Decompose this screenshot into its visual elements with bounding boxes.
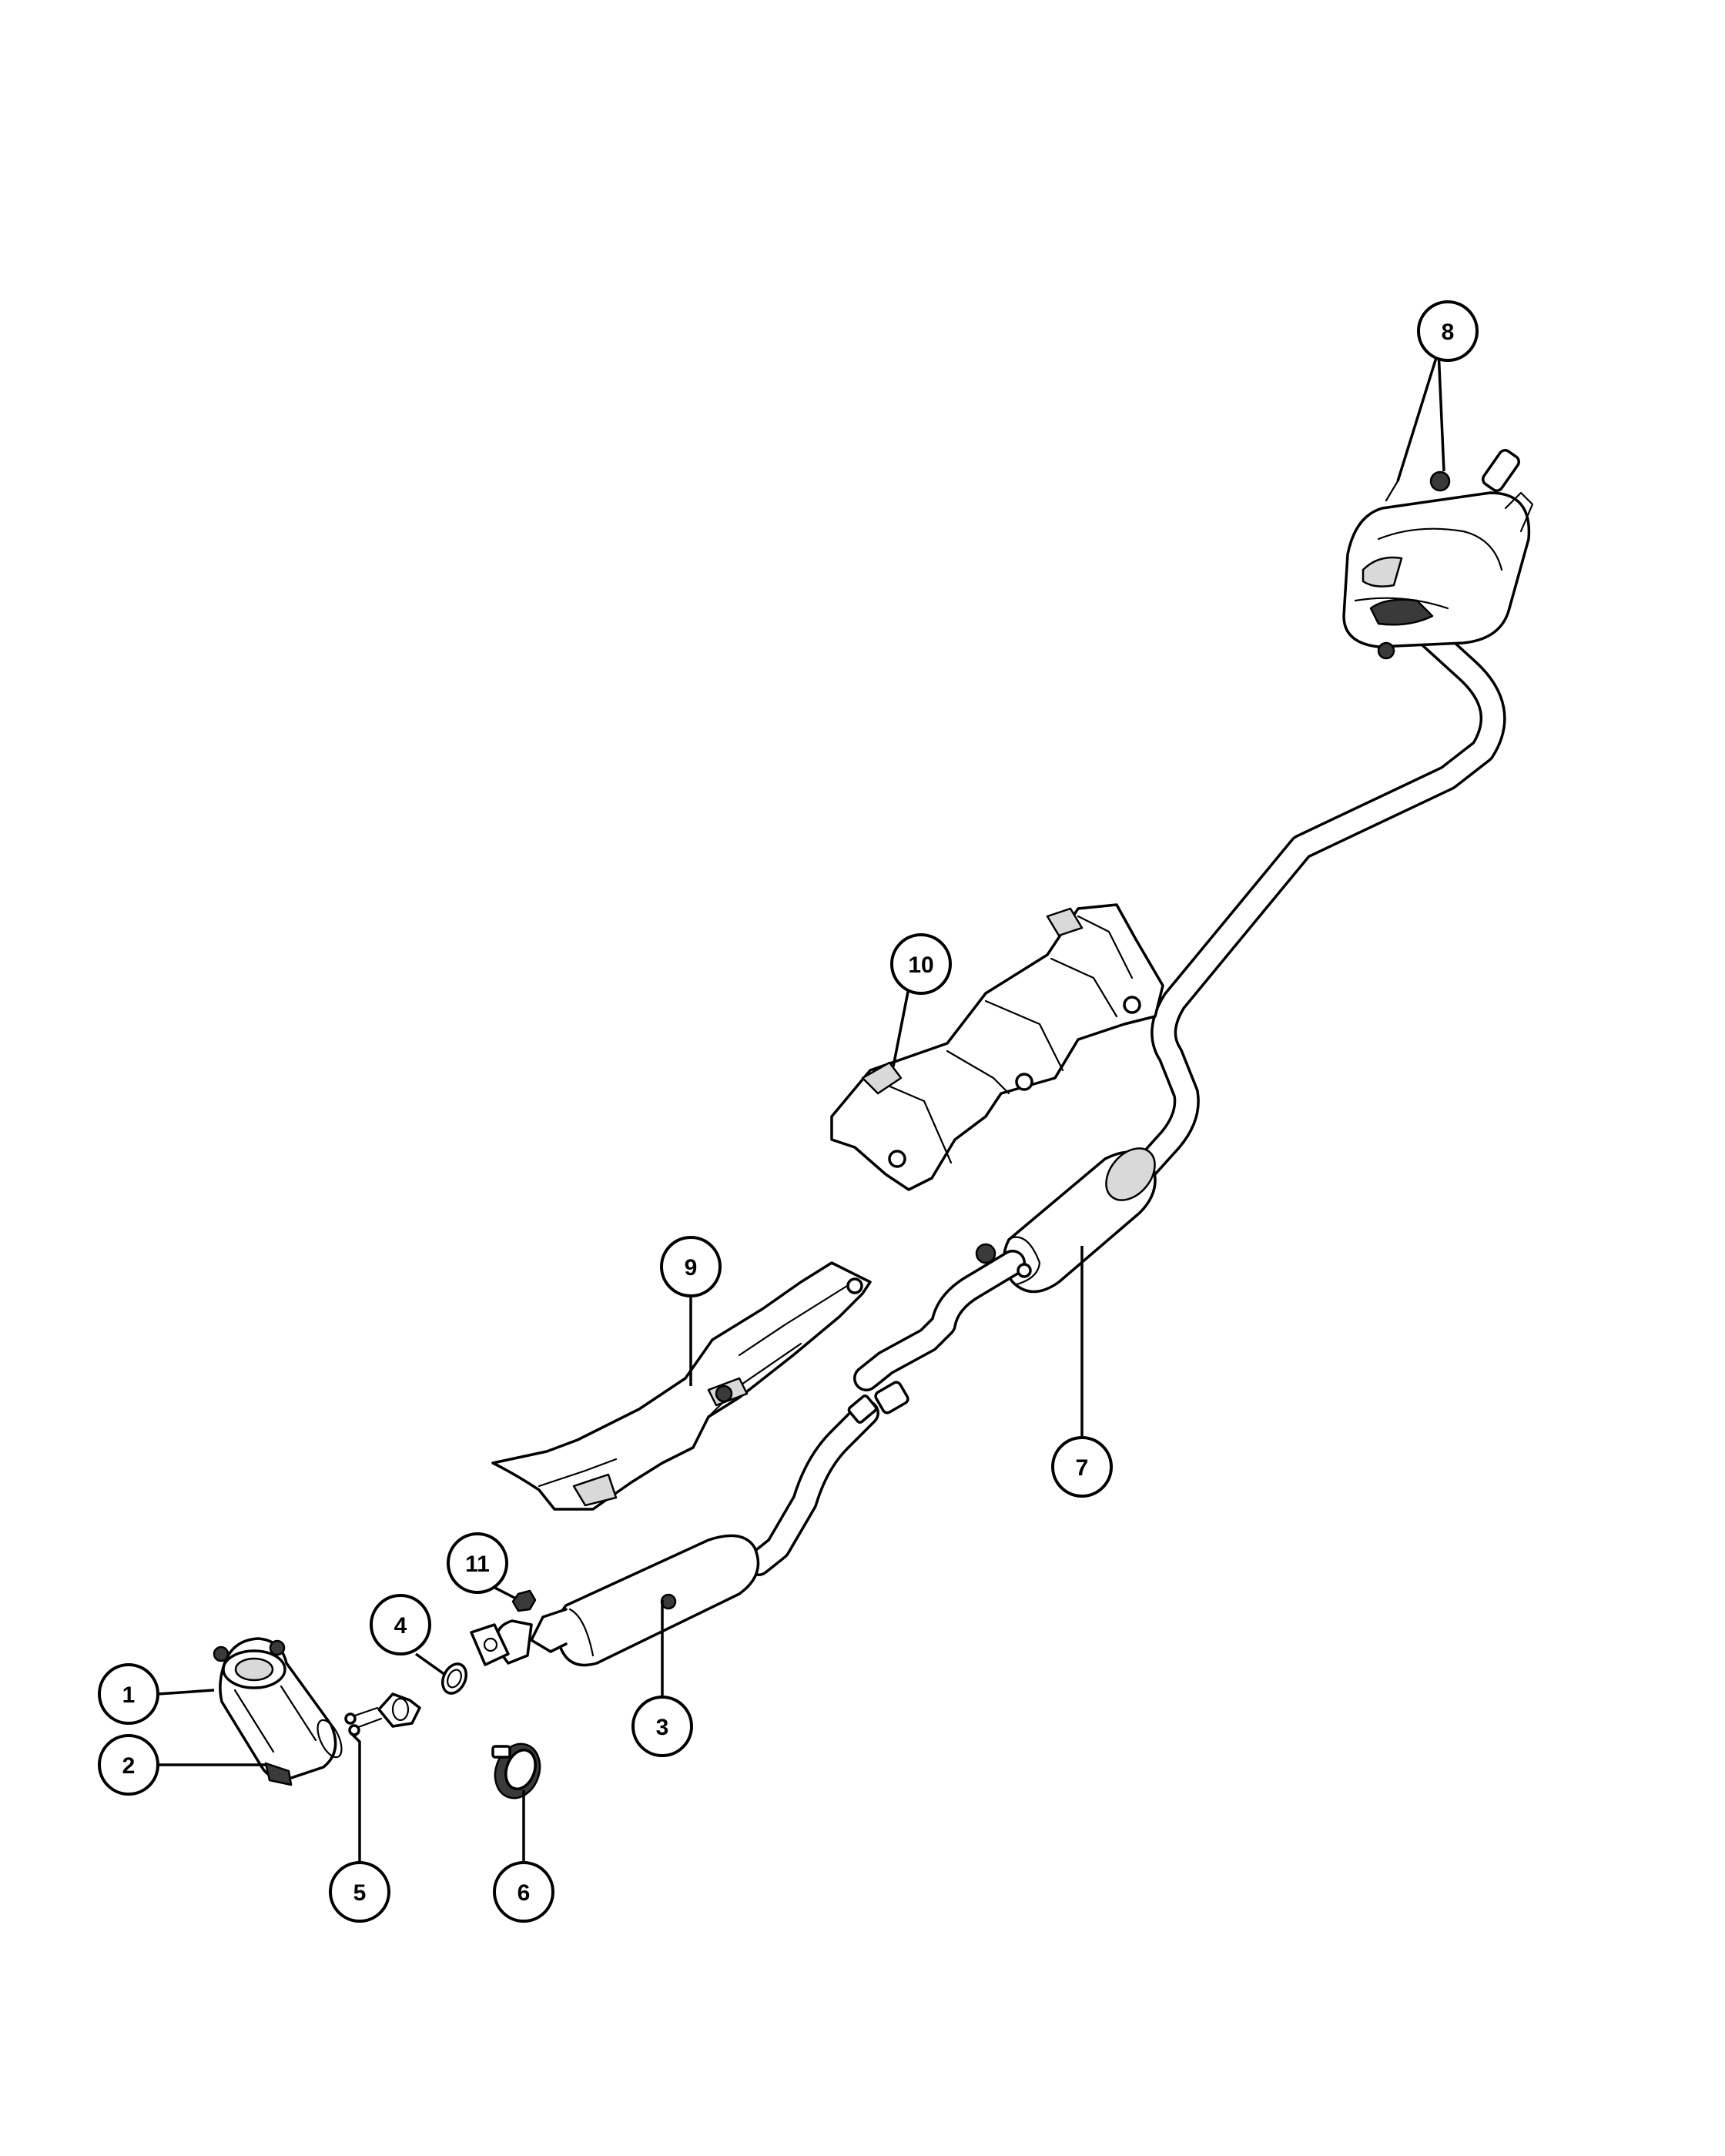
- callout-9: 9: [660, 1236, 722, 1297]
- leader-lines: [157, 350, 1445, 1863]
- nut: [511, 1589, 537, 1612]
- heat-shield-lower: [491, 1261, 872, 1511]
- callout-3-label: 3: [656, 1715, 669, 1740]
- rear-muffler: [1342, 449, 1534, 660]
- callout-7: 7: [1051, 1436, 1113, 1498]
- front-pipe: [745, 1394, 879, 1576]
- callout-1: 1: [98, 1663, 159, 1725]
- callout-11: 11: [447, 1532, 508, 1594]
- intermediate-pipe: [853, 1243, 1032, 1414]
- flange-studs: [344, 1692, 421, 1736]
- heat-shield-upper: [830, 903, 1164, 1191]
- callout-1-label: 1: [122, 1682, 136, 1708]
- callout-4: 4: [370, 1594, 431, 1656]
- callout-2-label: 2: [122, 1753, 136, 1779]
- manifold-converter: [213, 1637, 343, 1786]
- callout-5-label: 5: [353, 1880, 367, 1906]
- callout-11-label: 11: [465, 1552, 490, 1577]
- callout-4-label: 4: [394, 1613, 407, 1639]
- callout-5: 5: [329, 1861, 390, 1923]
- callout-10: 10: [890, 933, 952, 995]
- tailpipe-assembly: [1123, 618, 1506, 1191]
- callout-10-label: 10: [908, 952, 933, 978]
- band-clamp: [491, 1743, 541, 1799]
- intermediate-muffler: [1002, 1147, 1157, 1294]
- callout-8: 8: [1417, 300, 1479, 362]
- callout-7-label: 7: [1076, 1455, 1089, 1481]
- callout-9-label: 9: [685, 1255, 698, 1281]
- catalytic-converter: [470, 1534, 760, 1667]
- callout-8-label: 8: [1442, 320, 1455, 345]
- callout-2: 2: [98, 1734, 159, 1796]
- callout-3: 3: [631, 1696, 693, 1757]
- gasket: [441, 1662, 467, 1695]
- callout-6-label: 6: [518, 1880, 531, 1906]
- callout-6: 6: [493, 1861, 554, 1923]
